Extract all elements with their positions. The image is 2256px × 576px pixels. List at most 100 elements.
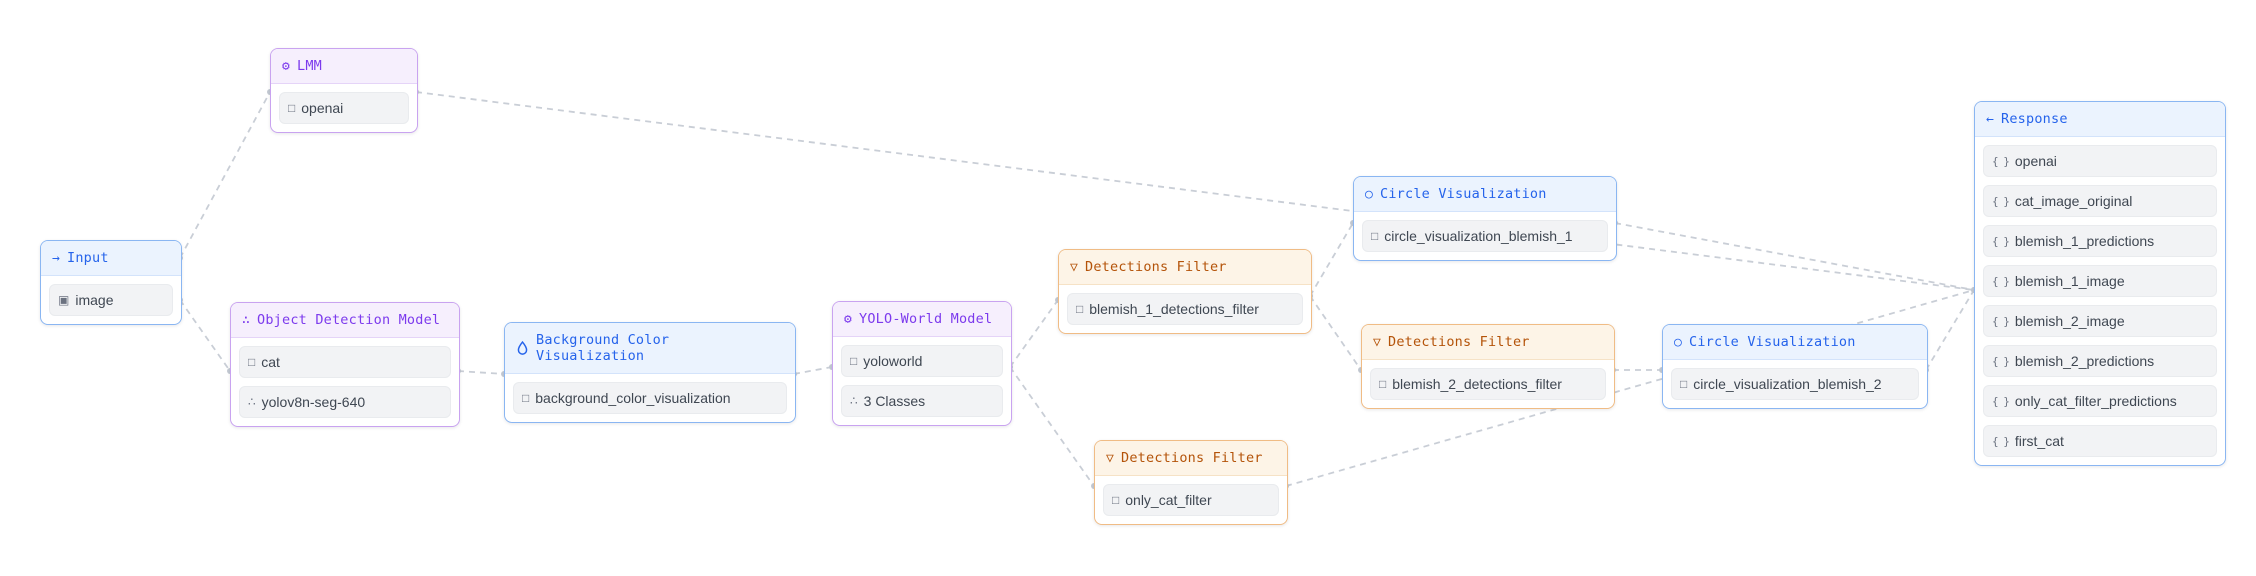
node-title: LMM [297, 58, 323, 74]
node-background-color-visualization[interactable]: Background Color Visualization □ backgro… [504, 322, 796, 423]
paint-icon [516, 340, 529, 356]
node-detections-filter-blemish-2[interactable]: ▽ Detections Filter □ blemish_2_detectio… [1361, 324, 1615, 409]
cube-icon: □ [522, 391, 530, 405]
node-item[interactable]: □ blemish_1_detections_filter [1067, 293, 1303, 325]
node-header: ○ Circle Visualization [1663, 325, 1927, 360]
item-label: blemish_1_detections_filter [1089, 301, 1259, 317]
item-label: image [75, 292, 114, 308]
node-item[interactable]: ∴ yolov8n-seg-640 [239, 386, 451, 418]
node-yolo-world-model[interactable]: ⚙ YOLO-World Model □ yoloworld ∴ 3 Class… [832, 301, 1012, 426]
funnel-icon: ▽ [1106, 450, 1115, 466]
node-item[interactable]: { } openai [1983, 145, 2217, 177]
node-item[interactable]: □ circle_visualization_blemish_1 [1362, 220, 1608, 252]
circle-icon: ○ [1674, 334, 1683, 350]
node-item[interactable]: { } cat_image_original [1983, 185, 2217, 217]
node-header: ▽ Detections Filter [1059, 250, 1311, 285]
item-label: openai [301, 100, 344, 116]
node-header: ⚙ YOLO-World Model [833, 302, 1011, 337]
item-label: blemish_1_image [2014, 273, 2125, 289]
braces-icon: { } [1992, 314, 2010, 328]
node-title: Detections Filter [1085, 259, 1227, 275]
item-label: first_cat [2014, 433, 2064, 449]
node-header: Background Color Visualization [505, 323, 795, 374]
gear-icon: ⚙ [844, 311, 853, 327]
funnel-icon: ▽ [1373, 334, 1382, 350]
cube-icon: □ [1371, 229, 1379, 243]
node-lmm[interactable]: ⚙ LMM □ openai [270, 48, 418, 133]
braces-icon: { } [1992, 234, 2010, 248]
node-header: → Input [41, 241, 181, 276]
cube-icon: □ [850, 354, 858, 368]
node-item[interactable]: { } blemish_1_predictions [1983, 225, 2217, 257]
item-label: only_cat_filter_predictions [2014, 393, 2177, 409]
item-label: blemish_2_detections_filter [1392, 376, 1562, 392]
node-item[interactable]: { } blemish_1_image [1983, 265, 2217, 297]
edge-yolo_world_model-to-detections_filter_blemish_1 [1009, 299, 1059, 368]
node-item[interactable]: { } first_cat [1983, 425, 2217, 457]
braces-icon: { } [1992, 394, 2010, 408]
cube-icon: □ [288, 101, 296, 115]
node-item[interactable]: { } blemish_2_image [1983, 305, 2217, 337]
image-icon: ▣ [58, 293, 70, 307]
node-title: Circle Visualization [1689, 334, 1856, 350]
node-item[interactable]: { } blemish_2_predictions [1983, 345, 2217, 377]
item-label: 3 Classes [863, 393, 926, 409]
node-title: Input [67, 250, 109, 266]
node-item[interactable]: □ background_color_visualization [513, 382, 787, 414]
node-title: YOLO-World Model [859, 311, 993, 327]
braces-icon: { } [1992, 154, 2010, 168]
item-label: blemish_2_predictions [2014, 353, 2155, 369]
item-label: yoloworld [863, 353, 923, 369]
node-item[interactable]: ∴ 3 Classes [841, 385, 1003, 417]
edge-detections_filter_only_cat-to-response [1285, 289, 1975, 487]
node-item[interactable]: { } only_cat_filter_predictions [1983, 385, 2217, 417]
node-detections-filter-only-cat[interactable]: ▽ Detections Filter □ only_cat_filter [1094, 440, 1288, 525]
node-item[interactable]: ▣ image [49, 284, 173, 316]
item-label: cat_image_original [2014, 193, 2133, 209]
node-title: Detections Filter [1388, 334, 1530, 350]
edge-input-to-lmm [179, 91, 271, 259]
node-object-detection-model[interactable]: ∴ Object Detection Model □ cat ∴ yolov8n… [230, 302, 460, 427]
node-item[interactable]: □ only_cat_filter [1103, 484, 1279, 516]
braces-icon: { } [1992, 354, 2010, 368]
node-header: ▽ Detections Filter [1362, 325, 1614, 360]
item-label: openai [2014, 153, 2057, 169]
node-title: Object Detection Model [257, 312, 441, 328]
arrow-left-icon: ← [1986, 111, 1995, 127]
node-title: Background Color Visualization [536, 332, 670, 364]
edge-detections_filter_blemish_1-to-circle_visualization_blemish_1 [1309, 222, 1354, 297]
edge-detections_filter_blemish_1-to-detections_filter_blemish_2 [1309, 295, 1362, 371]
item-label: yolov8n-seg-640 [261, 394, 366, 410]
node-item[interactable]: □ cat [239, 346, 451, 378]
edge-background_color_visualization-to-yolo_world_model [793, 366, 833, 375]
node-item[interactable]: □ circle_visualization_blemish_2 [1671, 368, 1919, 400]
item-label: cat [261, 354, 280, 370]
node-input[interactable]: → Input ▣ image [40, 240, 182, 325]
node-header: ⚙ LMM [271, 49, 417, 84]
edge-circle_visualization_blemish_1-to-response [1614, 222, 1975, 291]
item-label: only_cat_filter [1125, 492, 1212, 508]
braces-icon: { } [1992, 194, 2010, 208]
item-label: circle_visualization_blemish_1 [1384, 228, 1573, 244]
node-circle-visualization-blemish-2[interactable]: ○ Circle Visualization □ circle_visualiz… [1662, 324, 1928, 409]
item-label: blemish_1_predictions [2014, 233, 2155, 249]
funnel-icon: ▽ [1070, 259, 1079, 275]
node-header: ▽ Detections Filter [1095, 441, 1287, 476]
node-title: Response [2001, 111, 2068, 127]
node-item[interactable]: □ blemish_2_detections_filter [1370, 368, 1606, 400]
cube-icon: □ [1680, 377, 1688, 391]
share-nodes-icon: ∴ [850, 394, 858, 408]
braces-icon: { } [1992, 434, 2010, 448]
item-label: circle_visualization_blemish_2 [1693, 376, 1882, 392]
node-header: ∴ Object Detection Model [231, 303, 459, 338]
node-title: Detections Filter [1121, 450, 1263, 466]
braces-icon: { } [1992, 274, 2010, 288]
node-item[interactable]: □ yoloworld [841, 345, 1003, 377]
node-response[interactable]: ← Response { } openai { } cat_image_orig… [1974, 101, 2226, 466]
cube-icon: □ [1076, 302, 1084, 316]
node-circle-visualization-blemish-1[interactable]: ○ Circle Visualization □ circle_visualiz… [1353, 176, 1617, 261]
node-item[interactable]: □ openai [279, 92, 409, 124]
share-nodes-icon: ∴ [242, 312, 251, 328]
node-detections-filter-blemish-1[interactable]: ▽ Detections Filter □ blemish_1_detectio… [1058, 249, 1312, 334]
